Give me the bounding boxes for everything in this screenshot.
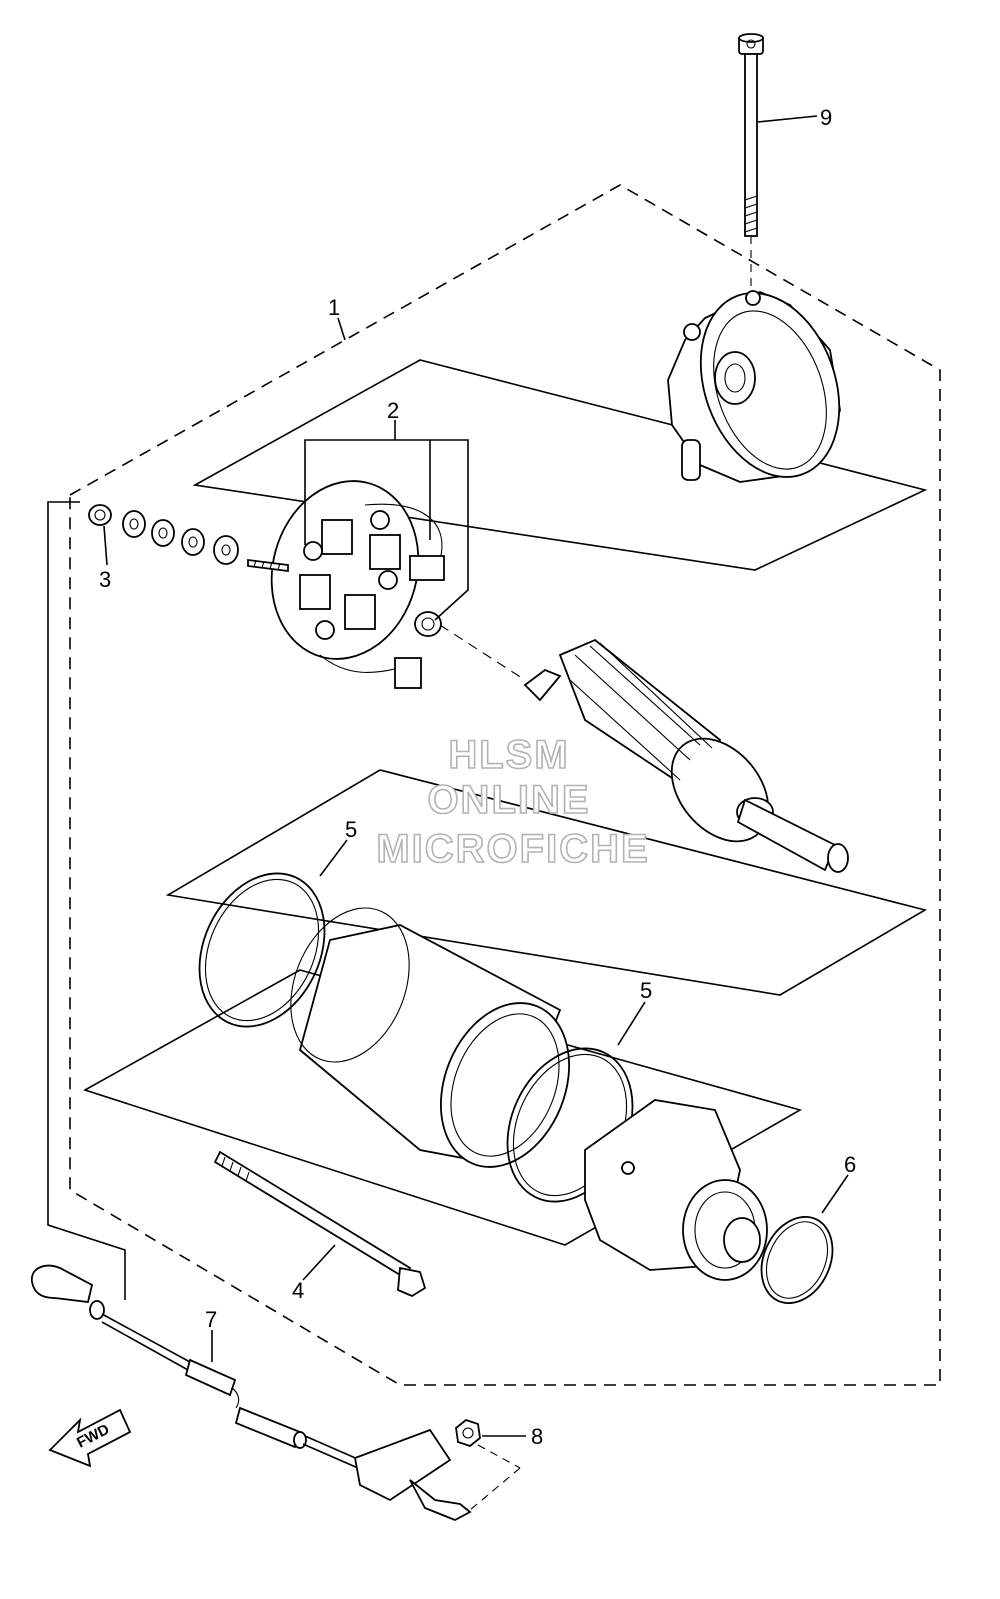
callout-7: 7 (205, 1307, 217, 1332)
o-ring-part-5-upper-inner (204, 878, 320, 1022)
callout-4: 4 (292, 1278, 304, 1303)
nut-part-8 (455, 1418, 521, 1511)
callout-5-lower: 5 (640, 978, 652, 1003)
callout-2: 2 (387, 398, 399, 423)
o-ring-part-5-upper (198, 872, 326, 1028)
watermark-line-3: MICROFICHE (376, 827, 649, 871)
assembly-boundary-dashed (69, 184, 941, 1386)
callout-3: 3 (99, 567, 111, 592)
callout-8: 8 (531, 1424, 543, 1449)
lead-wire-bracket-line (47, 501, 126, 1300)
frame-armature-group (165, 769, 928, 996)
leader-lines (103, 115, 849, 1437)
o-ring-part-6 (760, 1215, 834, 1305)
armature-axis-dash (439, 624, 526, 681)
frame-yoke-group (83, 969, 803, 1246)
callout-9: 9 (820, 105, 832, 130)
callout-6: 6 (844, 1152, 856, 1177)
lead-wire-part-7 (31, 1264, 472, 1521)
nut-washers-part-3 (88, 504, 289, 573)
bolt-part-9 (738, 33, 764, 295)
yoke (290, 907, 570, 1168)
watermark: HLSM ONLINE MICROFICHE (376, 732, 649, 872)
frame-brush-holder-group (192, 359, 928, 571)
callout-5-upper: 5 (345, 817, 357, 842)
callout-1: 1 (328, 295, 340, 320)
bolt-part-4 (213, 1150, 427, 1298)
watermark-line-1: HLSM (448, 733, 569, 777)
armature (523, 638, 849, 873)
o-ring-part-6-inner (765, 1221, 829, 1299)
front-cover (667, 290, 841, 483)
brush-holder-part-2 (270, 439, 469, 689)
rear-cover (584, 1099, 768, 1281)
forward-direction-arrow: FWD (48, 1408, 132, 1468)
watermark-line-2: ONLINE (427, 778, 590, 822)
